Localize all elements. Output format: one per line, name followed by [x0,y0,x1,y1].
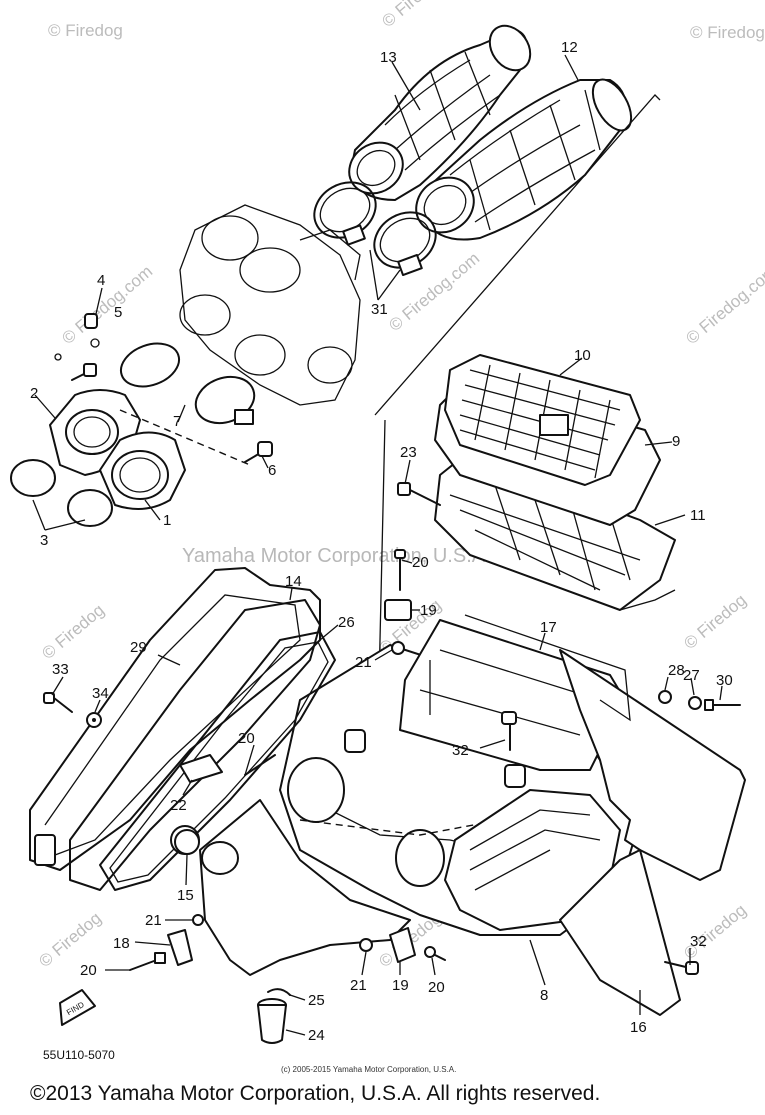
callout-34: 34 [92,685,109,702]
watermark: © Firedog [378,0,448,31]
callout-20: 20 [428,979,445,996]
watermark: © Firedog [48,21,123,40]
nut-21-left [192,914,204,926]
callout-22: 22 [170,797,187,814]
element-cover-10 [444,354,641,486]
callout-8: 8 [540,987,548,1004]
callout-7: 7 [173,413,181,430]
callout-19: 19 [392,977,409,994]
watermark: © Firedog [680,900,750,963]
intake-duct-12 [415,78,633,241]
grommet-15 [174,829,200,855]
fasteners-27-28-30 [658,690,741,711]
callout-21: 21 [355,654,372,671]
callout-1: 1 [163,512,171,529]
callout-16: 16 [630,1019,647,1036]
callout-29: 29 [130,639,147,656]
callout-13: 13 [380,49,397,66]
callout-25: 25 [308,992,325,1009]
callout-9: 9 [672,433,680,450]
drain-tube-24 [257,998,287,1044]
callout-14: 14 [285,573,302,590]
watermark: © Firedog.com [682,262,765,348]
callout-4: 4 [97,272,105,289]
bolt-33 [43,692,73,713]
nut-21-top [391,641,405,655]
callout-5: 5 [114,304,122,321]
callout-18: 18 [113,935,130,952]
screw-20-mid [244,754,276,776]
callout-19: 19 [420,602,437,619]
callout-26: 26 [338,614,355,631]
holder-19-bottom [389,927,416,963]
callout-2: 2 [30,385,38,402]
callout-28: 28 [668,662,685,679]
cover-plate-16 [464,614,746,1016]
callout-numbers: 13 12 31 10 9 11 4 5 2 3 1 7 6 23 20 19 … [30,39,733,1044]
callout-15: 15 [177,887,194,904]
o-ring-3a [10,459,56,497]
fine-print-copyright: (c) 2005-2015 Yamaha Motor Corporation, … [281,1065,457,1074]
gasket-26 [99,631,336,891]
bracket-22 [179,754,223,783]
find-arrow: FIND [59,989,96,1026]
copyright-notice: ©2013 Yamaha Motor Corporation, U.S.A. A… [30,1082,601,1105]
seal-14 [69,599,321,891]
part-diagram-code: 55U110-5070 [43,1048,115,1062]
screw-20-bottom [424,946,446,961]
callout-10: 10 [574,347,591,364]
watermark: © Firedog.com [58,262,156,348]
callout-32: 32 [452,742,469,759]
carb-joint-right [99,431,186,510]
clamp-25 [267,988,291,996]
bolt-6 [244,441,273,463]
washer-34 [86,712,102,728]
callout-12: 12 [561,39,578,56]
callout-23: 23 [400,444,417,461]
leader-lines [32,54,723,1036]
callout-24: 24 [308,1027,325,1044]
screw-4 [54,313,100,361]
callout-20: 20 [80,962,97,979]
watermark: © Firedog [690,23,765,42]
o-ring-3b [67,489,113,527]
bolt-32-center [501,711,517,751]
callout-17: 17 [540,619,557,636]
bolt-23 [397,482,441,506]
carburetor-assembly [179,204,361,406]
bolt-32-right [664,961,699,975]
callout-33: 33 [52,661,69,678]
element-frame-11 [434,454,676,611]
callout-31: 31 [371,301,388,318]
watermark: © Firedog [680,590,750,653]
screw-20-top [394,549,406,591]
callout-32: 32 [690,933,707,950]
assembly-outline [619,589,676,611]
callout-6: 6 [268,462,276,479]
intake-duct-13 [348,24,532,201]
bolt-5 [71,363,97,381]
callout-21: 21 [145,912,162,929]
holder-19-top [384,599,412,621]
callout-20: 20 [238,730,255,747]
callout-11: 11 [690,507,706,524]
callout-3: 3 [40,532,48,549]
screw-20-left [129,952,166,971]
nut-21-bottom [359,938,373,952]
callout-20: 20 [412,554,429,571]
callout-27: 27 [683,667,700,684]
clamp-7 [119,342,256,425]
bracket-18 [167,929,193,966]
callout-21: 21 [350,977,367,994]
hose-clamp-31 [313,181,437,276]
callout-30: 30 [716,672,733,689]
watermark: Yamaha Motor Corporation, U.S.A. [182,545,491,567]
watermark: © Firedog [38,600,108,663]
